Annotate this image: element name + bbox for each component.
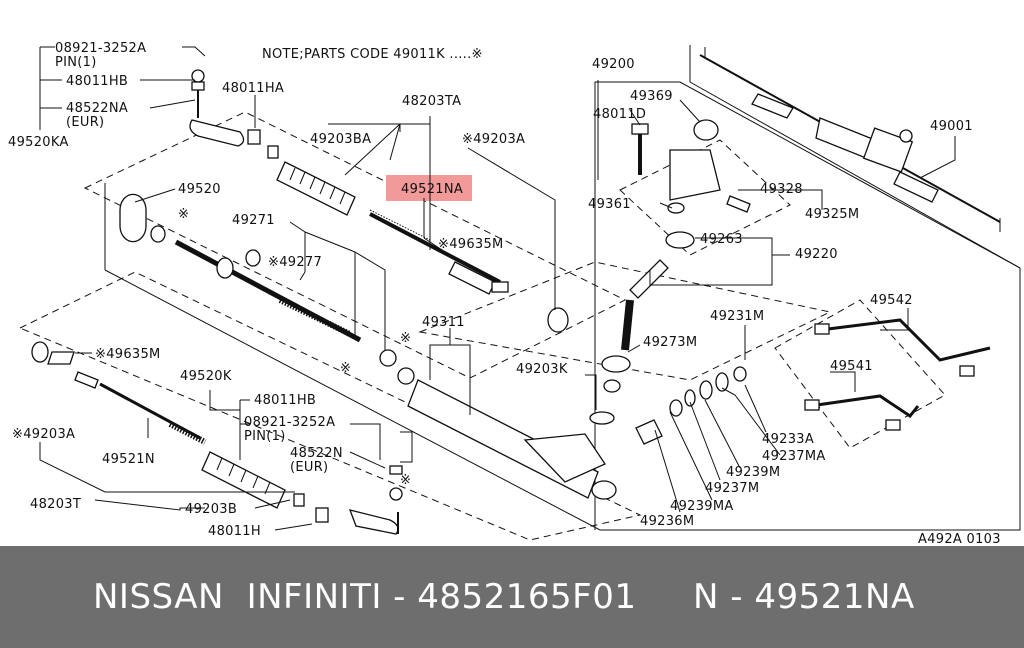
label-48011D: 48011D: [593, 107, 646, 122]
rack-boot-upper: [276, 161, 356, 216]
group-outline-lines: [774, 299, 946, 449]
label-49233A: 49233A: [762, 432, 814, 447]
label-pin-upper: PIN(1): [55, 55, 97, 70]
tie-rod-end-lower: [315, 465, 403, 535]
label-49220: 49220: [795, 247, 838, 262]
label-49520: 49520: [178, 182, 221, 197]
label-49542: 49542: [870, 293, 913, 308]
label-49200: 49200: [592, 57, 635, 72]
highlight-49521NA: [386, 175, 472, 201]
label-48522N: 48522N: [290, 446, 343, 461]
label-49311: 49311: [422, 315, 465, 330]
steering-rack-assembly: [699, 47, 1001, 232]
rack-bar: [119, 193, 415, 385]
label-eur-upper: (EUR): [66, 115, 104, 130]
label-48011HA: 48011HA: [222, 81, 284, 96]
label-48011H: 48011H: [208, 524, 261, 539]
label-48522NA: 48522NA: [66, 101, 128, 116]
label-49635M-lower: ※49635M: [95, 347, 161, 362]
label-49273M: 49273M: [643, 335, 697, 350]
label-49635M-upper: ※49635M: [438, 237, 504, 252]
label-asterisk-4: ※: [400, 473, 411, 488]
label-eur-lower: (EUR): [290, 460, 328, 475]
label-48011HB-upper: 48011HB: [66, 74, 128, 89]
group-outline-housing: [418, 261, 832, 381]
inner-tie-rod-lower: [31, 341, 207, 445]
label-49231M: 49231M: [710, 309, 764, 324]
label-49001: 49001: [930, 119, 973, 134]
label-49521N: 49521N: [102, 452, 155, 467]
parts-diagram: NOTE;PARTS CODE 49011K .....※ 08921-3252…: [8, 41, 1021, 546]
note-text: NOTE;PARTS CODE 49011K .....※: [262, 47, 483, 62]
pinion-valve: [601, 119, 751, 393]
label-pin-lower: PIN(1): [244, 429, 286, 444]
label-asterisk-1: ※: [178, 207, 189, 222]
group-outline-left-lower: [18, 271, 642, 541]
label-49263: 49263: [700, 232, 743, 247]
part-number-title: NISSAN INFINITI - 4852165F01 N - 49521NA: [93, 577, 915, 617]
label-49203BA: 49203BA: [310, 132, 371, 147]
label-49239M: 49239M: [726, 465, 780, 480]
label-49237M: 49237M: [705, 481, 759, 496]
seal-rings: [635, 366, 747, 445]
tie-rod-end-upper-left: [189, 69, 279, 159]
diagram-code: A492A 0103: [918, 532, 1001, 546]
label-asterisk-3: ※: [340, 361, 351, 376]
label-49541: 49541: [830, 359, 873, 374]
label-48203T: 48203T: [30, 497, 81, 512]
inner-tie-rod-upper: [369, 209, 509, 295]
rack-boot-lower: [201, 451, 305, 509]
label-49369: 49369: [630, 89, 673, 104]
assembly-frame-line: [689, 45, 1021, 269]
label-49203A-lower: ※49203A: [12, 427, 75, 442]
label-49521NA: 49521NA: [401, 182, 463, 197]
label-49361: 49361: [588, 197, 631, 212]
hydraulic-lines: [804, 318, 991, 431]
label-49239MA: 49239MA: [670, 499, 734, 514]
label-49277: ※49277: [268, 255, 322, 270]
label-49328: 49328: [760, 182, 803, 197]
label-49203B: 49203B: [185, 502, 237, 517]
label-asterisk-2: ※: [400, 331, 411, 346]
footer-bar: NISSAN INFINITI - 4852165F01 N - 49521NA: [0, 546, 1024, 648]
label-49237MA: 49237MA: [762, 449, 826, 464]
label-49203A-upper: ※49203A: [462, 132, 525, 147]
label-48011HB-lower: 48011HB: [254, 393, 316, 408]
label-08921-3252A-lower: 08921-3252A: [244, 415, 335, 430]
label-49271: 49271: [232, 213, 275, 228]
label-49520K: 49520K: [180, 369, 232, 384]
rack-housing: [407, 307, 617, 500]
label-49325M: 49325M: [805, 207, 859, 222]
group-outline-left-upper: [83, 111, 627, 379]
label-48203TA: 48203TA: [402, 94, 461, 109]
label-49520KA: 49520KA: [8, 135, 69, 150]
label-49203K: 49203K: [516, 362, 568, 377]
label-49236M: 49236M: [640, 514, 694, 529]
label-08921-3252A-upper: 08921-3252A: [55, 41, 146, 56]
leader-lines: [39, 46, 956, 531]
